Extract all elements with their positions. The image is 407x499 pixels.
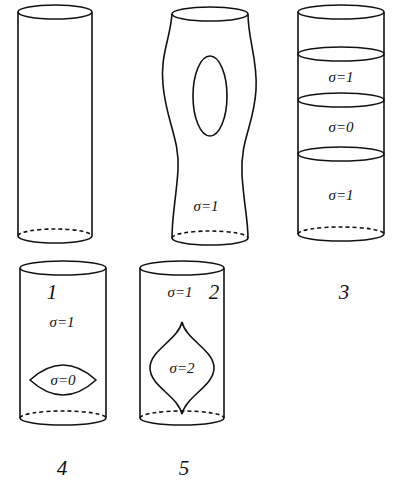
sigma-label: σ=1 [328,70,353,85]
cylinder-5 [140,261,224,425]
sigma-label: σ=1 [193,199,218,214]
figure-number: 5 [179,458,190,479]
cylinder-4 [20,261,106,425]
figure-number: 2 [209,282,220,303]
sigma-label: σ=1 [328,188,353,203]
sigma-label: σ=1 [167,285,192,300]
sigma-label: σ=0 [50,373,75,388]
figure-number: 1 [47,282,58,303]
figure-number: 4 [57,458,68,479]
sigma-label: σ=2 [169,361,194,376]
sigma-label: σ=0 [328,120,353,135]
sigma-label: σ=1 [49,315,74,330]
cylinder-2 [162,7,256,245]
cylinder-1 [18,5,92,243]
figure-number: 3 [339,282,350,303]
cylinder-3 [298,5,384,241]
